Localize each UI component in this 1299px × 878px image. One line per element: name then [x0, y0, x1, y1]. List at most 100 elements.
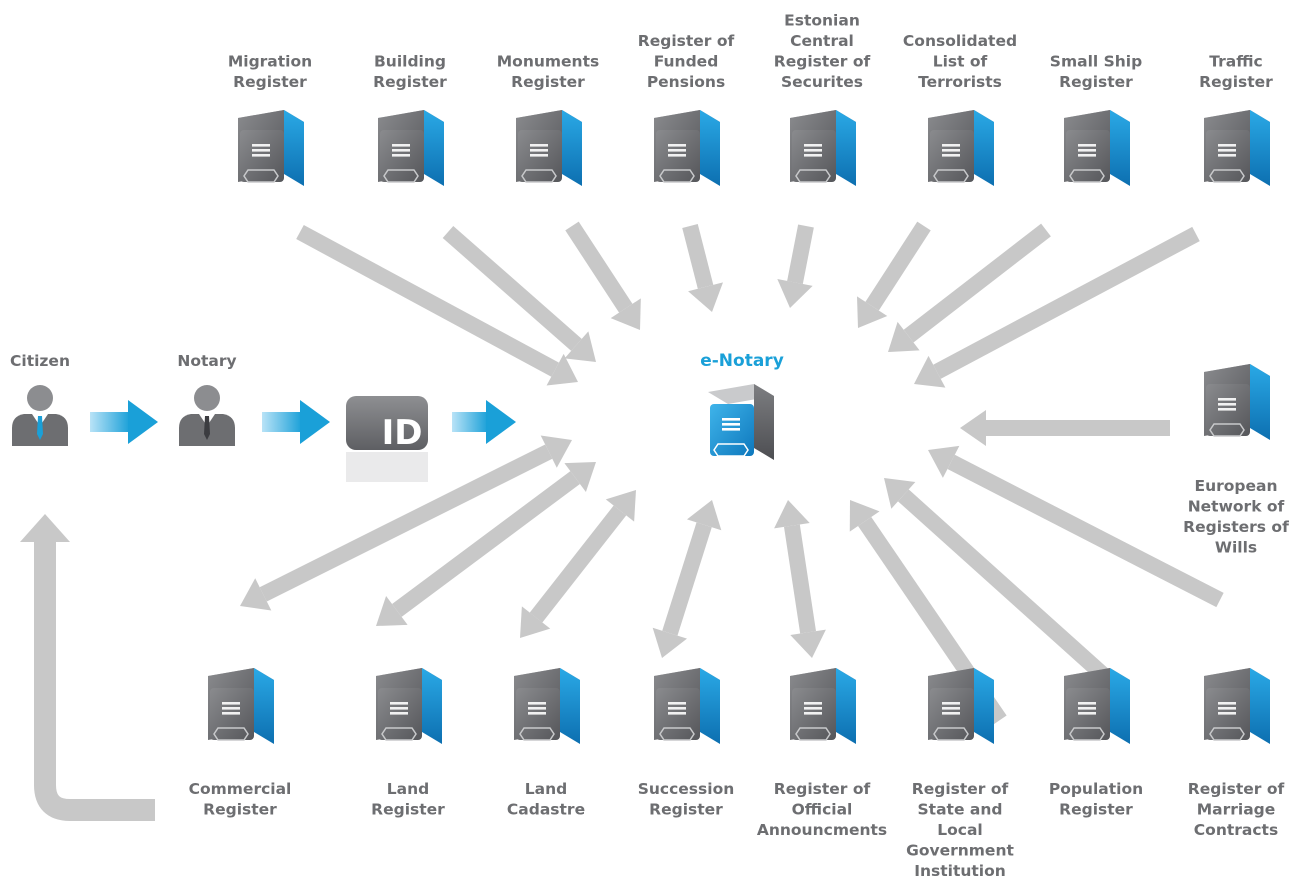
bottom-register-label-line: Institution: [914, 862, 1006, 878]
top-register-label-line: Terrorists: [918, 73, 1002, 91]
top-register-label-line: Migration: [228, 53, 312, 71]
bottom-register-label-line: Commercial: [189, 780, 292, 798]
top-register-label-line: Monuments: [497, 53, 599, 71]
bottom-register-label-line: Cadastre: [507, 801, 585, 819]
register-server-icon: [375, 667, 443, 745]
arrow-id-to-enotary: [452, 400, 516, 444]
arrow-top-2: [442, 225, 596, 362]
arrow-bottom-8: [928, 445, 1224, 608]
top-register-label-line: Small Ship: [1050, 53, 1142, 71]
id-card-icon: [346, 396, 428, 450]
top-register-label-line: Securites: [781, 73, 863, 91]
arrow-top-1: [296, 224, 578, 386]
bottom-register-label-line: Register of: [774, 780, 871, 798]
top-register-label-line: Consolidated: [903, 32, 1017, 50]
bottom-register-label-line: Official: [792, 801, 853, 819]
arrow-bottom-4: [652, 500, 722, 658]
top-register-label-line: Funded: [654, 53, 719, 71]
bottom-register-label-line: Register: [1059, 801, 1133, 819]
arrow-right-wills: [960, 410, 1170, 446]
register-server-icon: [377, 109, 445, 187]
notary-label: Notary: [177, 352, 236, 370]
top-register-label-line: Register: [511, 73, 585, 91]
top-register-label-line: Traffic: [1209, 53, 1262, 71]
register-server-icon: [789, 667, 857, 745]
return-arrow-to-citizen: [20, 514, 155, 821]
register-server-icon: [1203, 109, 1271, 187]
top-register-label-line: Register: [373, 73, 447, 91]
top-register-label-line: Estonian: [784, 12, 860, 30]
arrow-bottom-3: [520, 490, 636, 638]
citizen-label: Citizen: [10, 352, 70, 370]
register-server-icon: [1203, 363, 1271, 441]
arrow-citizen-to-notary: [90, 400, 158, 444]
bottom-register-label-line: Local: [937, 821, 983, 839]
enotary-server-icon: [708, 384, 774, 460]
right-register-label-line: Wills: [1215, 539, 1257, 557]
register-server-icon: [653, 109, 721, 187]
register-server-icon: [1063, 667, 1131, 745]
bottom-register-label-line: Register of: [912, 780, 1009, 798]
top-register-label-line: Register of: [638, 32, 735, 50]
bottom-register-label-line: Population: [1049, 780, 1143, 798]
right-register-label-line: Network of: [1188, 498, 1285, 516]
arrow-top-4: [682, 224, 723, 312]
id-card-text: ID: [382, 413, 423, 453]
notary-person-icon: [179, 385, 235, 446]
arrow-top-6: [857, 221, 931, 328]
register-server-icon: [207, 667, 275, 745]
enotary-node: e-Notary: [700, 351, 784, 460]
bottom-register-label-line: Register: [371, 801, 445, 819]
top-register-label-line: Register: [1059, 73, 1133, 91]
enotary-label: e-Notary: [700, 351, 784, 371]
bottom-register-label-line: Contracts: [1194, 821, 1278, 839]
bottom-register-label-line: Land: [525, 780, 567, 798]
right-register-label-line: Registers of: [1183, 518, 1289, 536]
register-server-icon: [653, 667, 721, 745]
arrow-top-3: [565, 221, 641, 330]
notary-node: Notary: [177, 352, 237, 446]
arrow-bottom-7: [884, 478, 1126, 696]
arrow-bottom-5: [774, 500, 826, 658]
process-arrows: [90, 400, 516, 444]
top-register-label-line: Register: [1199, 73, 1273, 91]
register-server-icon: [927, 109, 995, 187]
bottom-register-label-line: Land: [387, 780, 429, 798]
connection-arrows: [240, 221, 1224, 725]
register-server-icon: [513, 667, 581, 745]
bottom-register-label-line: Register: [203, 801, 277, 819]
bottom-register-label-line: Government: [906, 842, 1014, 860]
bottom-register-label-line: Succession: [638, 780, 735, 798]
top-register-label-line: Register of: [774, 53, 871, 71]
arrow-bottom-2: [376, 462, 596, 626]
arrow-top-7: [888, 223, 1051, 352]
bottom-register-label-line: Register: [649, 801, 723, 819]
arrow-notary-to-id: [262, 400, 330, 444]
right-register-label-line: European: [1194, 477, 1277, 495]
top-register-label-line: Register: [233, 73, 307, 91]
top-register-label-line: Central: [790, 32, 854, 50]
top-register-label-line: Pensions: [647, 73, 725, 91]
register-server-icon: [515, 109, 583, 187]
arrow-bottom-1: [240, 435, 572, 611]
id-card: ID: [346, 396, 428, 482]
citizen-person-icon: [12, 385, 68, 446]
register-server-icon: [1203, 667, 1271, 745]
